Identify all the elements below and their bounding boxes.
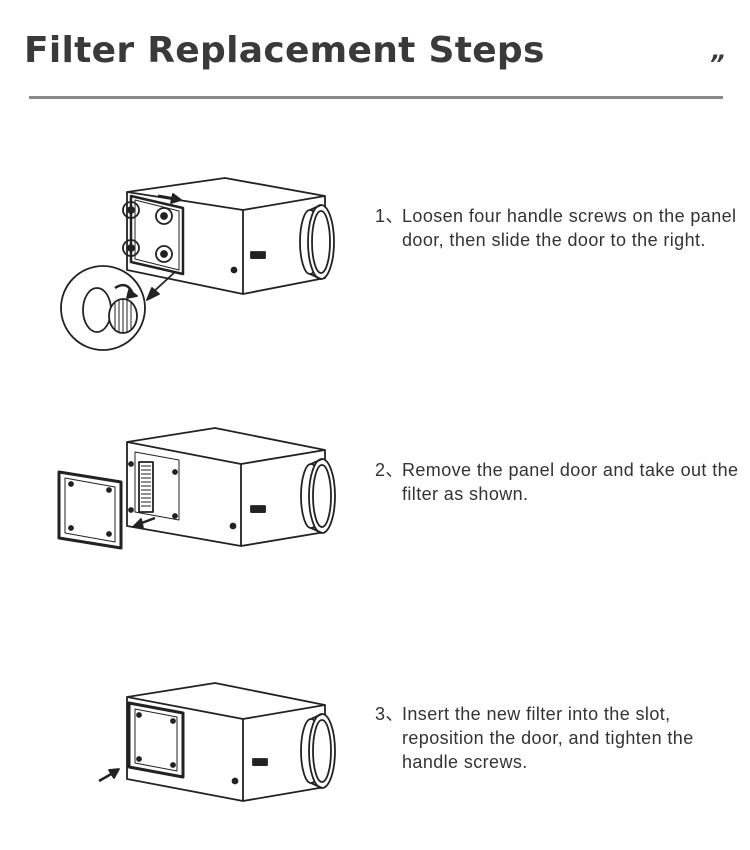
step-1-illustration [60,177,335,351]
step-3-text: Insert the new filter into the slot, rep… [402,704,694,772]
step-3: 3、 Insert the new filter into the slot, … [375,702,747,774]
quote-mark: ” [709,50,725,78]
step-1-text: Loosen four handle screws on the panel d… [402,206,737,250]
step-2-number: 2、 [375,460,404,480]
title-divider [29,96,723,99]
step-1: 1、 Loosen four handle screws on the pane… [375,204,747,252]
step-3-number: 3、 [375,704,404,724]
page-title: Filter Replacement Steps [24,30,545,71]
step-1-number: 1、 [375,206,404,226]
step-2: 2、 Remove the panel door and take out th… [375,458,747,506]
step-2-illustration [57,427,336,550]
step-3-illustration [98,682,336,802]
step-2-text: Remove the panel door and take out the f… [402,460,739,504]
